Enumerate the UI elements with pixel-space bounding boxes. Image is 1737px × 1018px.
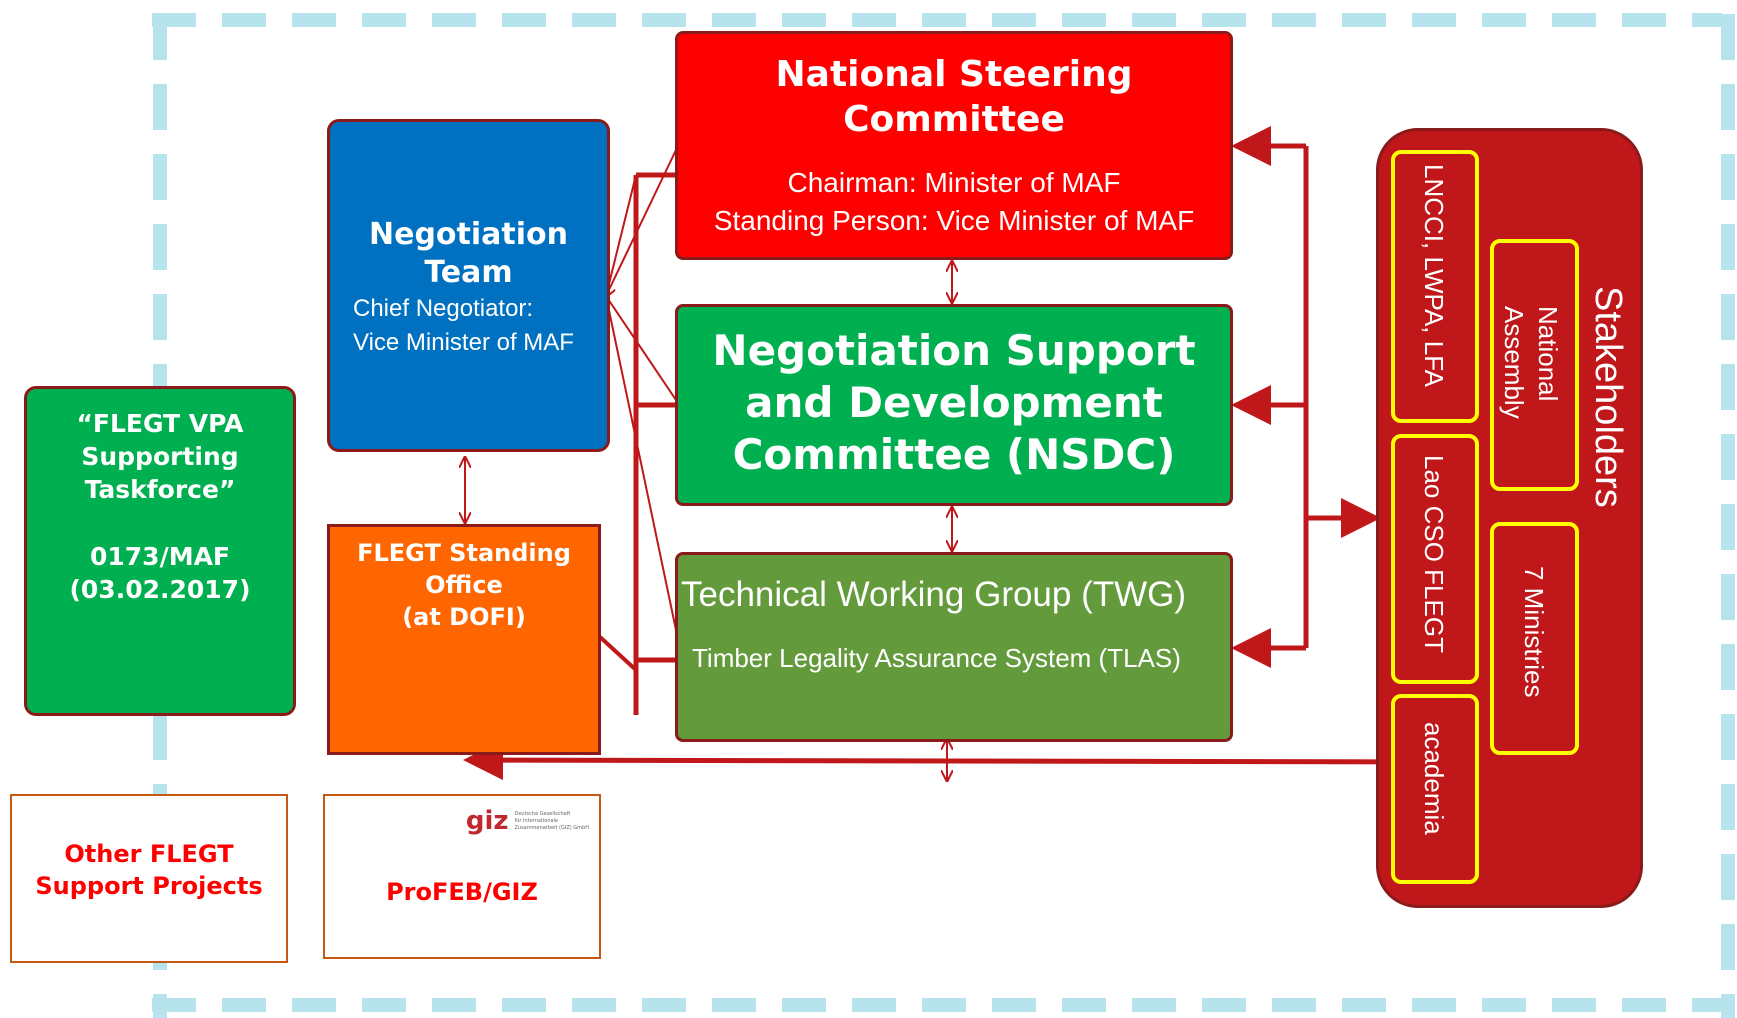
profeb-giz-box: giz Deutsche Gesellschaft für Internatio…	[323, 794, 601, 959]
giz-logo-small: Deutsche Gesellschaft für Internationale…	[514, 811, 589, 832]
nsc-title: National Steering Committee	[678, 52, 1230, 142]
other-flegt-projects-box: Other FLEGT Support Projects	[10, 794, 288, 963]
stakeholder-label-7-ministries: 7 Ministries	[1519, 566, 1549, 698]
flegt-standing-office-box: FLEGT Standing Office (at DOFI)	[327, 524, 601, 755]
nsdc-box: Negotiation Support and Development Comm…	[675, 304, 1233, 506]
twg-title: Technical Working Group (TWG)	[681, 575, 1187, 614]
nsdc-title: Negotiation Support and Development Comm…	[678, 325, 1230, 481]
taskforce-line3: Taskforce”	[84, 475, 236, 504]
giz-small-2: für Internationale	[514, 817, 559, 824]
standing-office-line3: (at DOFI)	[402, 603, 526, 631]
taskforce-line5: (03.02.2017)	[69, 575, 251, 604]
national-steering-committee-box: National Steering Committee Chairman: Mi…	[675, 31, 1233, 260]
stakeholders-title: Stakeholders	[1587, 286, 1629, 508]
stakeholder-label-lao-cso: Lao CSO FLEGT	[1419, 455, 1449, 653]
taskforce-line4: 0173/MAF	[89, 542, 230, 571]
nsdc-line1: Negotiation Support	[712, 326, 1196, 375]
nsdc-line2: and Development	[745, 378, 1163, 427]
stakeholder-item-lao-cso	[1391, 434, 1479, 684]
taskforce-box: “FLEGT VPA Supporting Taskforce” 0173/MA…	[24, 386, 296, 716]
nsdc-line3: Committee (NSDC)	[732, 430, 1176, 479]
stakeholder-label-national-assembly: National Assembly	[1499, 306, 1563, 419]
stakeholder-item-7-ministries	[1490, 522, 1579, 755]
taskforce-line1: “FLEGT VPA	[76, 409, 244, 438]
stakeholder-item-lncci	[1391, 150, 1479, 423]
nsc-title-line1: National Steering	[775, 54, 1133, 95]
stakeholder-item-national-assembly	[1490, 239, 1579, 491]
chief-negotiator-label: Chief Negotiator:	[353, 295, 534, 322]
standing-office-line2: Office	[425, 571, 503, 599]
nsc-standing-person: Standing Person: Vice Minister of MAF	[713, 205, 1195, 236]
other-projects-line2: Support Projects	[35, 872, 263, 900]
nsc-title-line2: Committee	[843, 99, 1065, 140]
profeb-label: ProFEB/GIZ	[386, 878, 538, 906]
stakeholder-item-academia	[1391, 694, 1479, 884]
stakeholder-label-lncci: LNCCI, LWPA, LFA	[1419, 164, 1449, 387]
stakeholders-box	[1376, 128, 1643, 908]
negotiation-team-box: Negotiation Team Chief Negotiator: Vice …	[327, 119, 610, 452]
stakeholder-label-academia: academia	[1419, 722, 1449, 835]
giz-small-1: Deutsche Gesellschaft	[514, 810, 571, 817]
standing-office-line1: FLEGT Standing	[357, 539, 571, 567]
giz-logo-text: giz	[465, 806, 509, 836]
taskforce-line2: Supporting	[81, 442, 239, 471]
negotiation-team-title: Negotiation Team	[330, 216, 607, 292]
negotiation-team-title-line1: Negotiation	[369, 217, 568, 252]
twg-box: Technical Working Group (TWG) Timber Leg…	[675, 552, 1233, 742]
twg-subtitle: Timber Legality Assurance System (TLAS)	[692, 643, 1181, 673]
nsc-chairman: Chairman: Minister of MAF	[787, 167, 1121, 198]
giz-logo: giz Deutsche Gesellschaft für Internatio…	[466, 806, 589, 836]
giz-small-3: Zusammenarbeit (GIZ) GmbH	[514, 824, 589, 831]
other-projects-line1: Other FLEGT	[64, 840, 234, 868]
negotiation-team-title-line2: Team	[424, 255, 513, 290]
chief-negotiator-value: Vice Minister of MAF	[353, 329, 574, 356]
